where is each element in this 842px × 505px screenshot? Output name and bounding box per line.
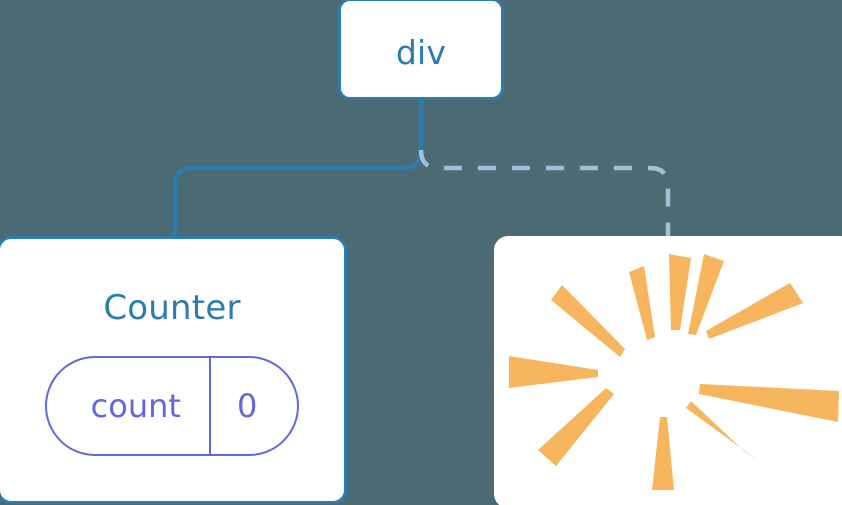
burst-ray: [551, 285, 625, 357]
burst-ray: [652, 417, 674, 490]
sparkle-burst-icon: [509, 254, 839, 490]
edge-root-to-counter: [172, 97, 424, 241]
burst-ray: [509, 356, 598, 388]
state-key-label: count: [90, 387, 181, 425]
burst-ray: [699, 384, 839, 422]
burst-ray: [629, 266, 655, 340]
node-counter[interactable]: Counter count 0: [0, 236, 347, 504]
state-value-label: 0: [236, 387, 258, 425]
node-div-label: div: [395, 32, 447, 72]
burst-ray: [686, 401, 760, 462]
burst-ray: [706, 283, 803, 339]
state-pill-divider: [208, 358, 211, 454]
burst-ray: [688, 254, 724, 335]
edge-root-to-highlight: [418, 149, 671, 238]
node-counter-label: Counter: [103, 288, 241, 328]
node-div[interactable]: div: [338, 0, 504, 100]
state-pill-count[interactable]: count 0: [44, 356, 300, 456]
burst-ray: [538, 388, 614, 466]
burst-ray: [669, 254, 691, 330]
node-highlight[interactable]: [494, 236, 842, 505]
